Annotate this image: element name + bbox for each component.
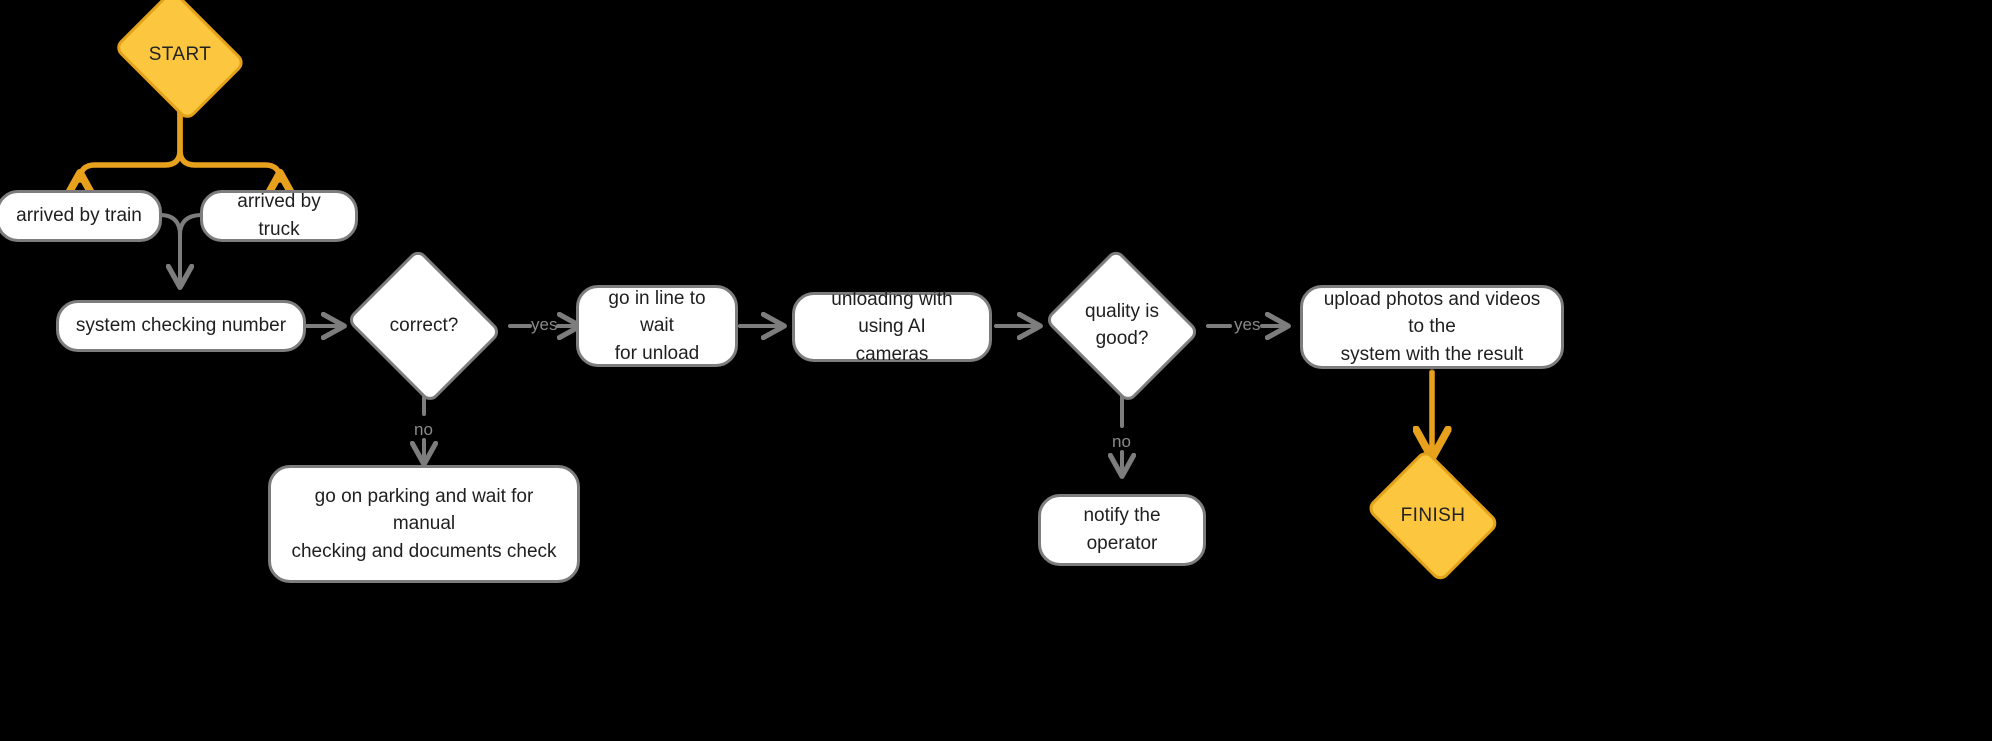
- edge-start-to-truck: [177, 100, 280, 180]
- node-correct-decision[interactable]: correct?: [344, 247, 504, 405]
- node-start[interactable]: START: [110, 0, 250, 122]
- edge-label-quality-no: no: [1112, 432, 1131, 451]
- edge-truck-to-system-check: [180, 213, 204, 285]
- edge-start-to-train: [80, 100, 183, 180]
- node-unloading-ai-cameras[interactable]: unloading with using AI cameras: [792, 289, 992, 365]
- node-go-in-line-label: go in line to wait for unload: [608, 287, 706, 364]
- node-go-on-parking-label: go on parking and wait for manual checki…: [291, 485, 557, 562]
- node-system-checking-number-label: system checking number: [75, 315, 287, 337]
- node-arrived-by-train-label: arrived by train: [16, 205, 142, 227]
- node-upload-photos-videos[interactable]: upload photos and videos to the system w…: [1300, 285, 1564, 369]
- edge-label-correct-no: no: [414, 420, 433, 439]
- node-arrived-by-train[interactable]: arrived by train: [0, 190, 162, 242]
- node-arrived-by-truck[interactable]: arrived by truck: [200, 190, 358, 242]
- node-quality-decision[interactable]: quality is good?: [1042, 247, 1202, 405]
- node-go-on-parking[interactable]: go on parking and wait for manual checki…: [268, 465, 580, 583]
- node-go-in-line[interactable]: go in line to wait for unload: [576, 285, 738, 367]
- node-notify-operator[interactable]: notify the operator: [1038, 494, 1206, 566]
- edge-train-to-system-check: [158, 213, 180, 285]
- node-start-label: START: [148, 43, 212, 65]
- node-notify-operator-label: notify the operator: [1083, 505, 1161, 554]
- edge-label-correct-yes: yes: [531, 315, 558, 334]
- node-upload-photos-videos-label: upload photos and videos to the system w…: [1323, 288, 1541, 365]
- node-finish-label: FINISH: [1400, 504, 1466, 526]
- node-correct-label: correct?: [389, 314, 459, 336]
- node-quality-label: quality is good?: [1085, 301, 1159, 349]
- node-arrived-by-truck-label: arrived by truck: [237, 191, 321, 240]
- node-unloading-ai-cameras-label: unloading with using AI cameras: [831, 288, 953, 365]
- node-finish[interactable]: FINISH: [1362, 448, 1504, 584]
- node-system-checking-number[interactable]: system checking number: [56, 300, 306, 352]
- edge-label-quality-yes: yes: [1234, 315, 1261, 334]
